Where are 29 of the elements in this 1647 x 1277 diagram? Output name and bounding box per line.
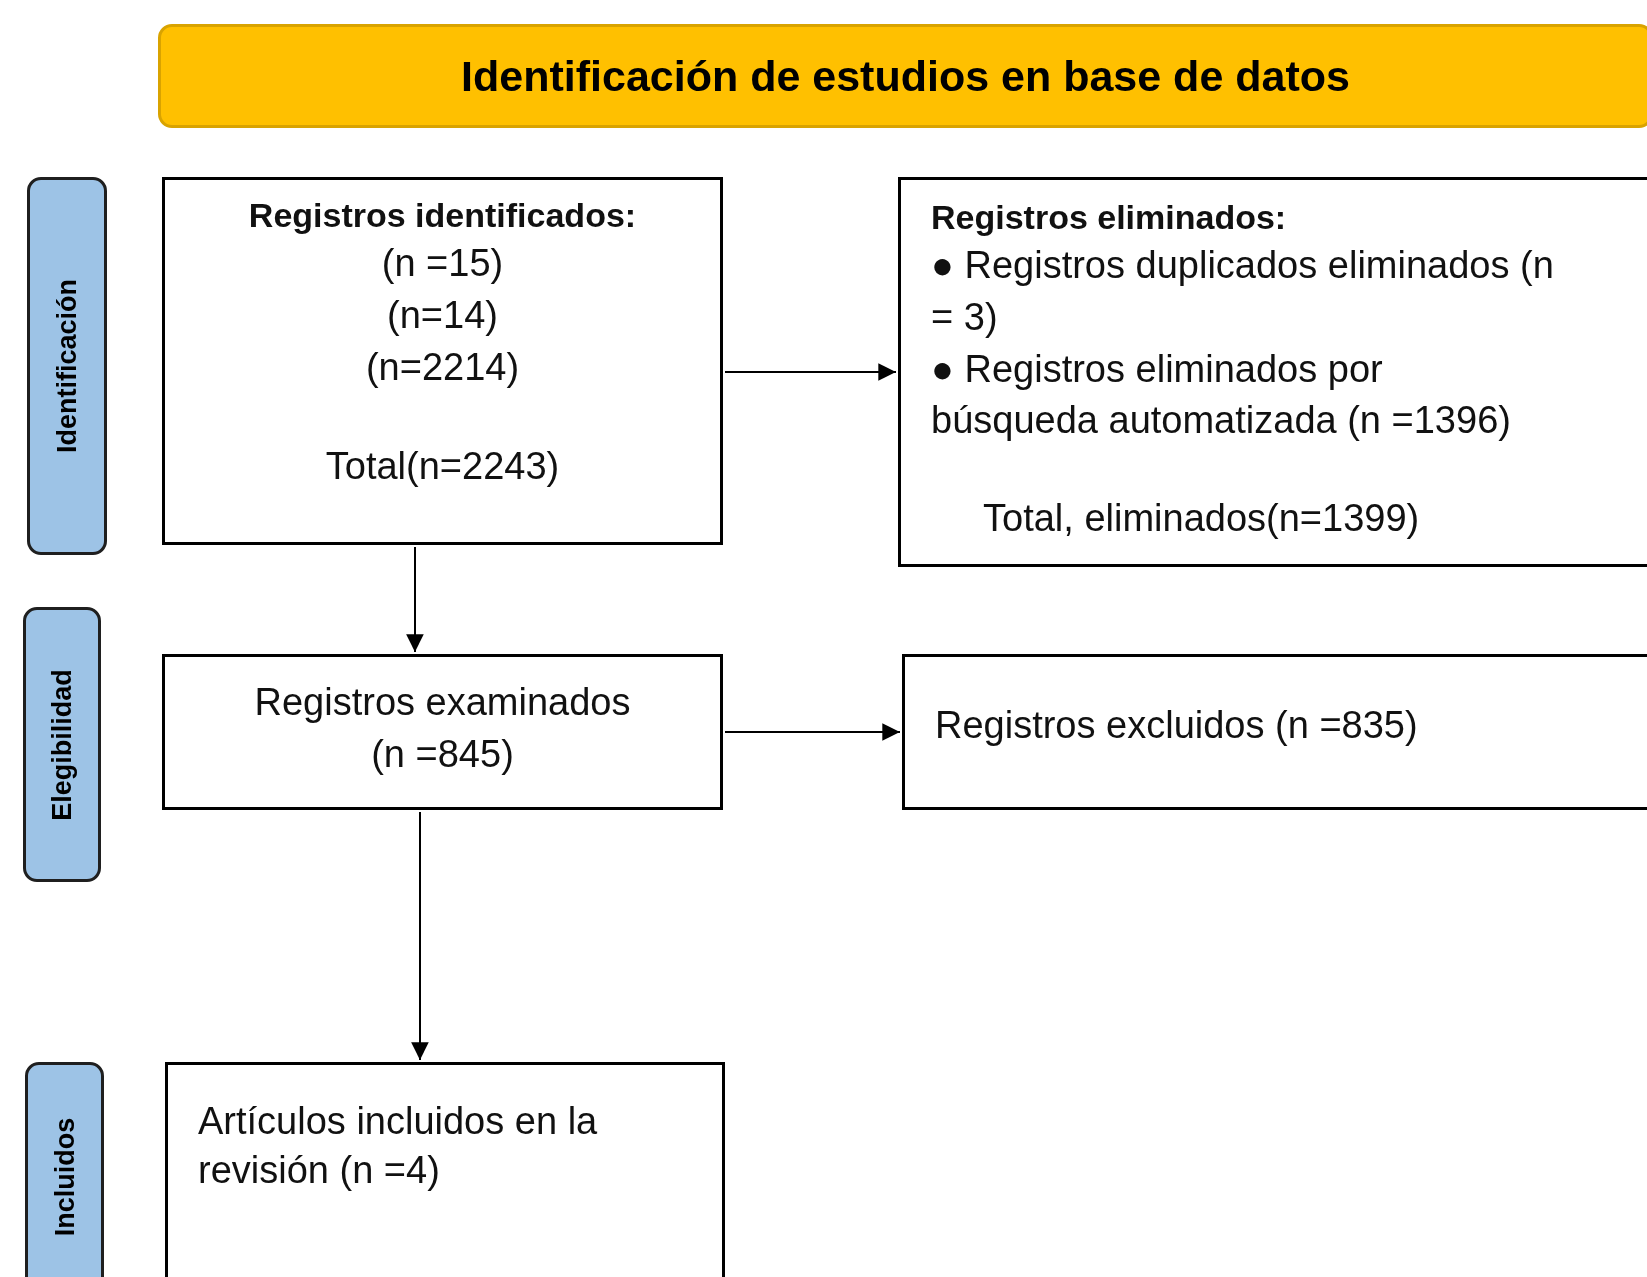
box-text: (n=2214)	[364, 344, 521, 390]
arrow	[724, 723, 901, 741]
arrow	[406, 546, 424, 653]
stage-label	[23, 607, 101, 882]
box-text: Artículos incluidos en la revisión (n =4)	[198, 1099, 599, 1194]
process-box	[902, 654, 1647, 810]
box-text: (n =15)	[380, 241, 505, 287]
title-text: Identificación de estudios en base de datos	[461, 51, 1350, 101]
process-box	[165, 1062, 725, 1277]
box-heading: Registros eliminados:	[931, 197, 1288, 238]
box-heading: Registros identificados:	[247, 195, 638, 236]
bullet-text: ● Registros eliminados por búsqueda automatizada (n =1396)	[931, 346, 1512, 444]
arrow	[411, 811, 429, 1061]
box-text: Total(n=2243)	[324, 444, 561, 490]
process-box	[162, 654, 723, 810]
arrow	[724, 363, 897, 381]
stage-text: Elegibilidad	[46, 668, 78, 821]
stage-label	[27, 177, 107, 555]
box-text: Total, eliminados(n=1399)	[982, 495, 1421, 541]
bullet-text: ● Registros duplicados eliminados (n = 3)	[931, 243, 1555, 340]
stage-label	[25, 1062, 104, 1277]
box-text: (n=14)	[386, 292, 499, 338]
process-box	[898, 177, 1647, 567]
box-text: Registros excluidos (n =835)	[935, 703, 1419, 748]
stage-text: Incluidos	[49, 1117, 80, 1237]
process-box	[162, 177, 723, 545]
box-text: Registros examinados (n =845)	[253, 680, 632, 777]
title-banner	[158, 24, 1647, 128]
stage-text: Identificación	[51, 279, 83, 453]
